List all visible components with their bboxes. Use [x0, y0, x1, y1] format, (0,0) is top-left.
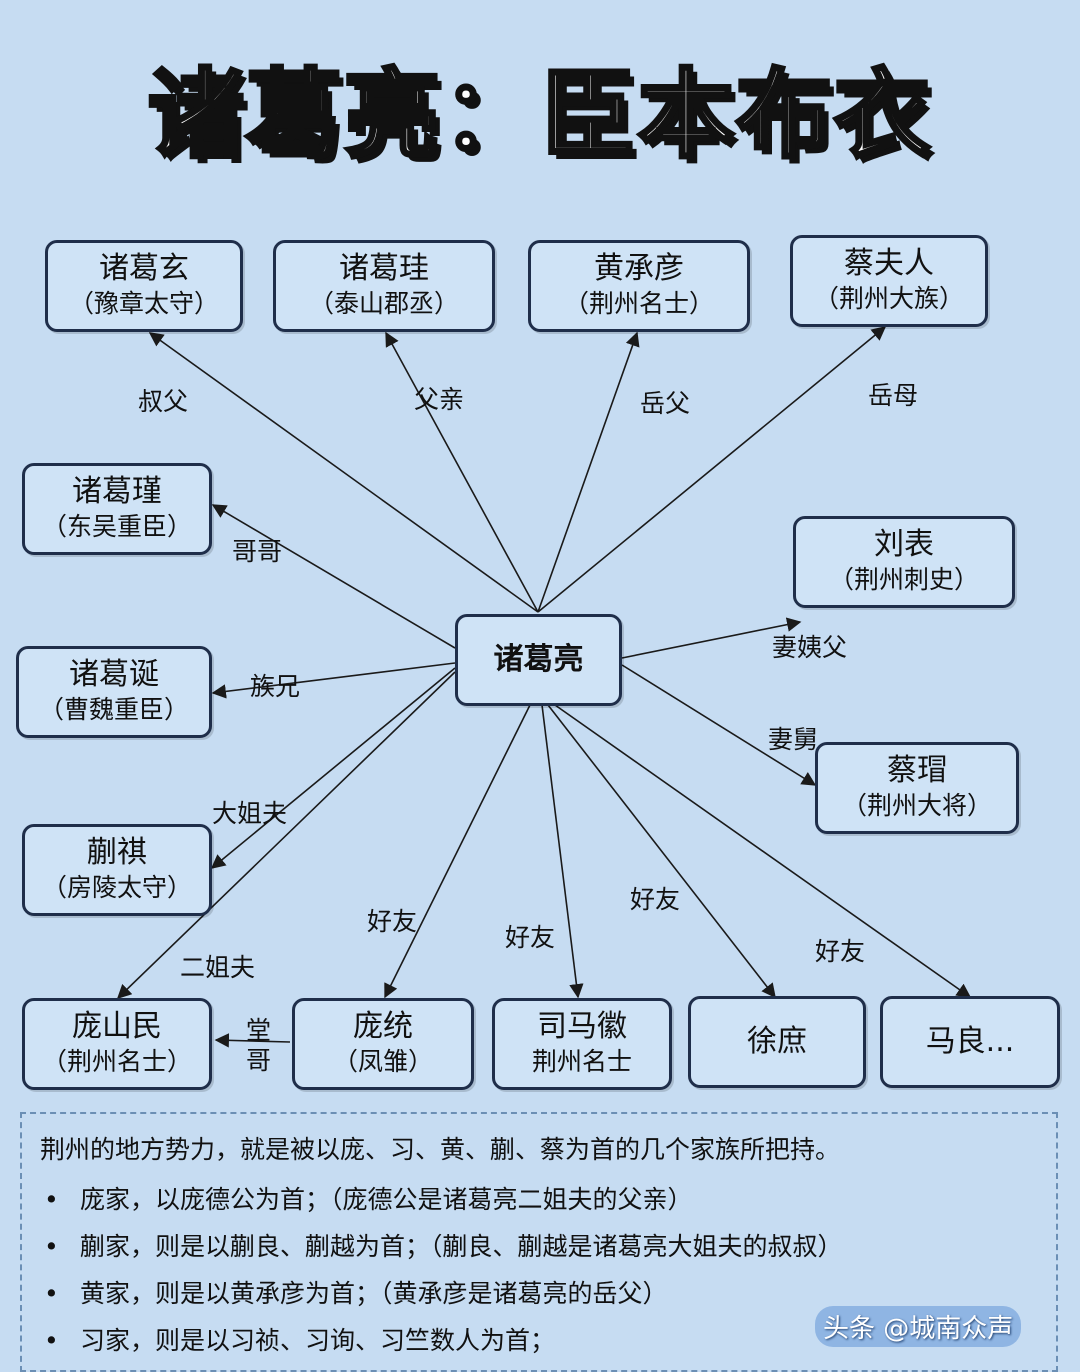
edge-mother-in-law [537, 326, 887, 613]
node-name: 蔡瑁 [887, 753, 947, 788]
label-friend-xu: 好友 [630, 885, 681, 914]
node-name: 诸葛瑾 [72, 474, 162, 509]
node-name: 庞统 [353, 1009, 413, 1044]
label-father: 父亲 [414, 385, 465, 414]
edge-father [385, 331, 539, 613]
label-wife-uncle: 妻舅 [768, 725, 819, 754]
node-pang-tong: 庞统 （凤雏） [292, 998, 474, 1090]
relation-edges [116, 326, 972, 1048]
watermark: 头条 @城南众声 [815, 1306, 1022, 1347]
edge-father-in-law [537, 331, 640, 613]
label-father-in-law: 岳父 [640, 389, 691, 418]
node-zhuge-liang: 诸葛亮 [455, 614, 622, 706]
edge-friend-ma [554, 704, 972, 998]
list-item: 庞家，以庞德公为首；（庞德公是诸葛亮二姐夫的父亲） [40, 1176, 1038, 1223]
node-huang-chengyan: 黄承彦 （荆州名士） [528, 240, 750, 332]
node-name: 诸葛玄 [99, 251, 189, 286]
node-title: （泰山郡丞） [308, 289, 459, 318]
node-title: （曹魏重臣） [38, 695, 189, 724]
node-cai-furen: 蔡夫人 （荆州大族） [790, 235, 988, 327]
label-friend-sima: 好友 [505, 923, 556, 952]
edge-friend-xu [547, 704, 776, 999]
node-name: 诸葛亮 [493, 642, 584, 677]
node-pang-shanmin: 庞山民 （荆州名士） [22, 998, 212, 1090]
node-name: 黄承彦 [594, 251, 684, 286]
label-mother-in-law: 岳母 [868, 381, 919, 410]
edge-eldest-sister-husband [210, 667, 456, 869]
node-title: 荆州名士 [531, 1047, 632, 1076]
node-name: 诸葛诞 [69, 657, 159, 692]
node-ma-liang: 马良... [880, 996, 1060, 1088]
edge-uncle [148, 332, 539, 613]
node-cai-mao: 蔡瑁 （荆州大将） [815, 742, 1019, 834]
list-item: 黄家，则是以黄承彦为首；（黄承彦是诸葛亮的岳父） [40, 1270, 1038, 1317]
node-title: （豫章太守） [68, 289, 219, 318]
node-name: 蒯祺 [87, 835, 147, 870]
notes-panel: 荆州的地方势力，就是被以庞、习、黄、蒯、蔡为首的几个家族所把持。 庞家，以庞德公… [20, 1112, 1058, 1372]
node-name: 蔡夫人 [844, 246, 934, 281]
edge-cousin [214, 1033, 291, 1048]
node-liu-biao: 刘表 （荆州刺史） [793, 516, 1015, 608]
edge-friend-sima [541, 704, 584, 999]
edge-friend-pang [384, 704, 531, 999]
node-sima-hui: 司马徽 荆州名士 [492, 998, 672, 1090]
node-title: （凤雏） [332, 1047, 433, 1076]
node-title: （荆州大族） [813, 284, 964, 313]
edge-wife-aunt-husband [621, 617, 802, 659]
notes-intro: 荆州的地方势力，就是被以庞、习、黄、蒯、蔡为首的几个家族所把持。 [40, 1135, 841, 1164]
node-title: （荆州名士） [41, 1047, 192, 1076]
edge-wife-uncle [621, 664, 817, 786]
list-item: 习家，则是以习祯、习询、习竺数人为首； [40, 1317, 1038, 1364]
node-zhuge-dan: 诸葛诞 （曹魏重臣） [16, 646, 212, 738]
node-title: （房陵太守） [41, 873, 192, 902]
page-title: 诸葛亮：臣本布衣 [146, 57, 932, 173]
node-zhuge-xuan: 诸葛玄 （豫章太守） [45, 240, 243, 332]
edge-clan-brother [211, 662, 456, 699]
node-name: 徐庶 [747, 1024, 807, 1059]
node-title: （荆州刺史） [828, 565, 979, 594]
node-name: 马良... [925, 1024, 1015, 1059]
label-uncle: 叔父 [138, 387, 189, 416]
label-clan-brother: 族兄 [250, 672, 301, 701]
label-elder-brother: 哥哥 [232, 537, 283, 566]
node-zhuge-gui: 诸葛珪 （泰山郡丞） [273, 240, 495, 332]
node-kuai-qi: 蒯祺 （房陵太守） [22, 824, 212, 916]
label-eldest-sister-husband: 大姐夫 [212, 799, 288, 828]
label-second-sister-husband: 二姐夫 [180, 953, 256, 982]
label-friend-pang: 好友 [367, 907, 418, 936]
list-item: 蒯家，则是以蒯良、蒯越为首；（蒯良、蒯越是诸葛亮大姐夫的叔叔） [40, 1223, 1038, 1270]
node-title: （东吴重臣） [41, 512, 192, 541]
node-name: 诸葛珪 [339, 251, 429, 286]
node-xu-shu: 徐庶 [688, 996, 866, 1088]
node-zhuge-jin: 诸葛瑾 （东吴重臣） [22, 463, 212, 555]
edge-second-sister-husband [116, 671, 456, 1000]
label-friend-ma: 好友 [815, 937, 866, 966]
node-title: （荆州大将） [841, 791, 992, 820]
node-name: 刘表 [874, 527, 934, 562]
node-title: （荆州名士） [563, 289, 714, 318]
node-name: 庞山民 [72, 1009, 162, 1044]
label-wife-aunt-husband: 妻姨父 [772, 633, 848, 662]
notes-list: 庞家，以庞德公为首；（庞德公是诸葛亮二姐夫的父亲） 蒯家，则是以蒯良、蒯越为首；… [40, 1176, 1038, 1364]
edge-elder-brother [211, 504, 456, 649]
node-name: 司马徽 [537, 1009, 627, 1044]
label-cousin: 堂哥 [246, 1016, 272, 1075]
